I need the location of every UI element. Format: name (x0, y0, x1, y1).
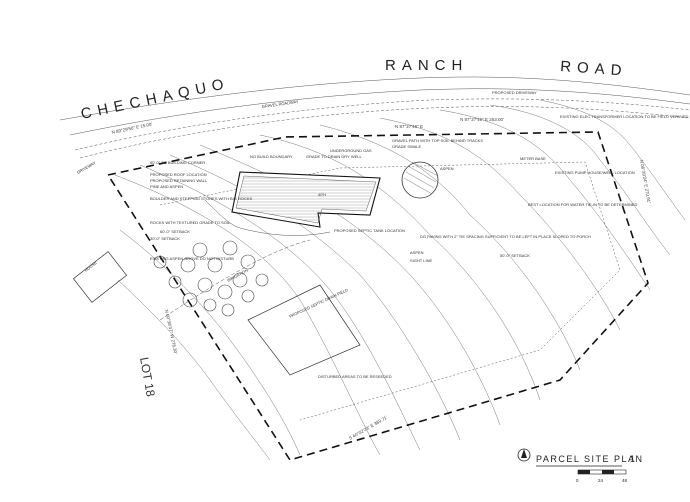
transformer-note: EXISTING ELEC TRANSFORMER LOCATION TO BE… (560, 114, 689, 119)
existing-aspen-note: EXISTING ASPEN GROVE DO NOT DISTURB (150, 256, 234, 261)
bearing-east: N 06°39'24" E 270.91' (639, 159, 652, 203)
bearing-south: S 40°02'23" E 389.71' (348, 415, 388, 441)
irrigation-line (159, 239, 311, 321)
retaining-wall (204, 199, 331, 236)
meter-base-note: METER BASE (520, 156, 546, 161)
setback-60-note: 60'-0" SETBACK (160, 229, 190, 234)
proposed-house (231, 171, 381, 228)
road-name-ranch: RANCH (385, 57, 468, 74)
scale-label-48: 48 (622, 478, 628, 483)
bearing-north-2: N 87°27'46" E (395, 124, 423, 129)
aspen-note-2: ASPEN (410, 250, 424, 255)
neighbor-house (72, 251, 128, 303)
bearing-north: N 87°27'46" E 263.00' (460, 117, 504, 122)
lot-label: LOT 18 (137, 356, 158, 398)
property-boundary (106, 131, 649, 461)
sight-line-note: SIGHT LINE (410, 258, 432, 263)
boulder-circle (401, 161, 439, 199)
gravel-path-note: GRAVEL PATH WITH TOP SOIL BEHIND TRACKS (392, 138, 483, 143)
setback-50-note: 50'-0" SETBACK (500, 253, 530, 258)
disturbed-areas-note: DISTURBED AREAS TO BE RESEEDED (318, 374, 392, 379)
dg-paving-note: DG PAVING WITH 2" TIE SPACING SUFFICIENT… (420, 234, 591, 239)
gravel-roadway-label: GRAVEL ROADWAY (261, 99, 299, 109)
boulder-hatch (403, 161, 439, 195)
topographic-contours (114, 99, 686, 461)
pine-aspen-note: PINE AND ASPEN (150, 184, 183, 189)
boulder-stepping-note: BOULDER AND STEPPING STONES WITH BIG ROC… (150, 196, 252, 201)
aspen-note: ASPEN (440, 166, 454, 171)
underground-gas-note: UNDERGROUND GAS (330, 148, 372, 153)
road-name-road: ROAD (560, 58, 628, 80)
proposed-driveway-label: PROPOSED DRIVEWAY (492, 90, 537, 95)
setback-30-note: 30'-0" SETBACK (150, 236, 180, 241)
north-arrow-icon (517, 448, 531, 462)
bearing-top-left: N 89°29'50" E 15.00' (111, 121, 153, 135)
bearing-west: N 00°38'37" W 278.30' (164, 309, 178, 354)
septic-drain-field (247, 284, 361, 376)
rocks-textured-note: ROCKS WITH TEXTURED GRADE TO SOIL (150, 220, 231, 225)
grade-to-drain-note: GRADE TO DRAIN DRY WELL (306, 154, 362, 159)
driveway-label: DRIVEWAY (76, 160, 97, 175)
scale-label-24: 24 (598, 478, 604, 483)
setback-line (159, 161, 621, 421)
scale-bar (577, 469, 627, 475)
tree-grove (153, 240, 269, 317)
septic-tank-note: PROPOSED SEPTIC TANK LOCATION (334, 228, 405, 233)
building-corner-note: 60'-0" TO BUILDING CORNER (150, 160, 205, 165)
best-water-note: BEST LOCATION FOR WATER TIE-IN TO BE DET… (528, 202, 638, 207)
sheet-title: PARCEL SITE PLAN (536, 454, 644, 464)
sheet-number: 1 (630, 454, 637, 464)
proposed-roof-note: PROPOSED ROOF LOCATION (150, 172, 207, 177)
house-label: 40'H (318, 192, 326, 197)
ranch-road (59, 76, 690, 159)
existing-pump-note: EXISTING PUMP HOUSE/WELL LOCATION (555, 170, 635, 175)
proposed-retaining-note: PROPOSED RETAINING WALL (150, 178, 208, 183)
road-name-chechaquo: CHECHAQUO (79, 75, 231, 123)
grade-swale-note: GRADE SWALE (392, 144, 422, 149)
scale-label-0: 0 (576, 478, 579, 483)
no-build-boundary-note: NO BUILD BOUNDARY (250, 154, 293, 159)
